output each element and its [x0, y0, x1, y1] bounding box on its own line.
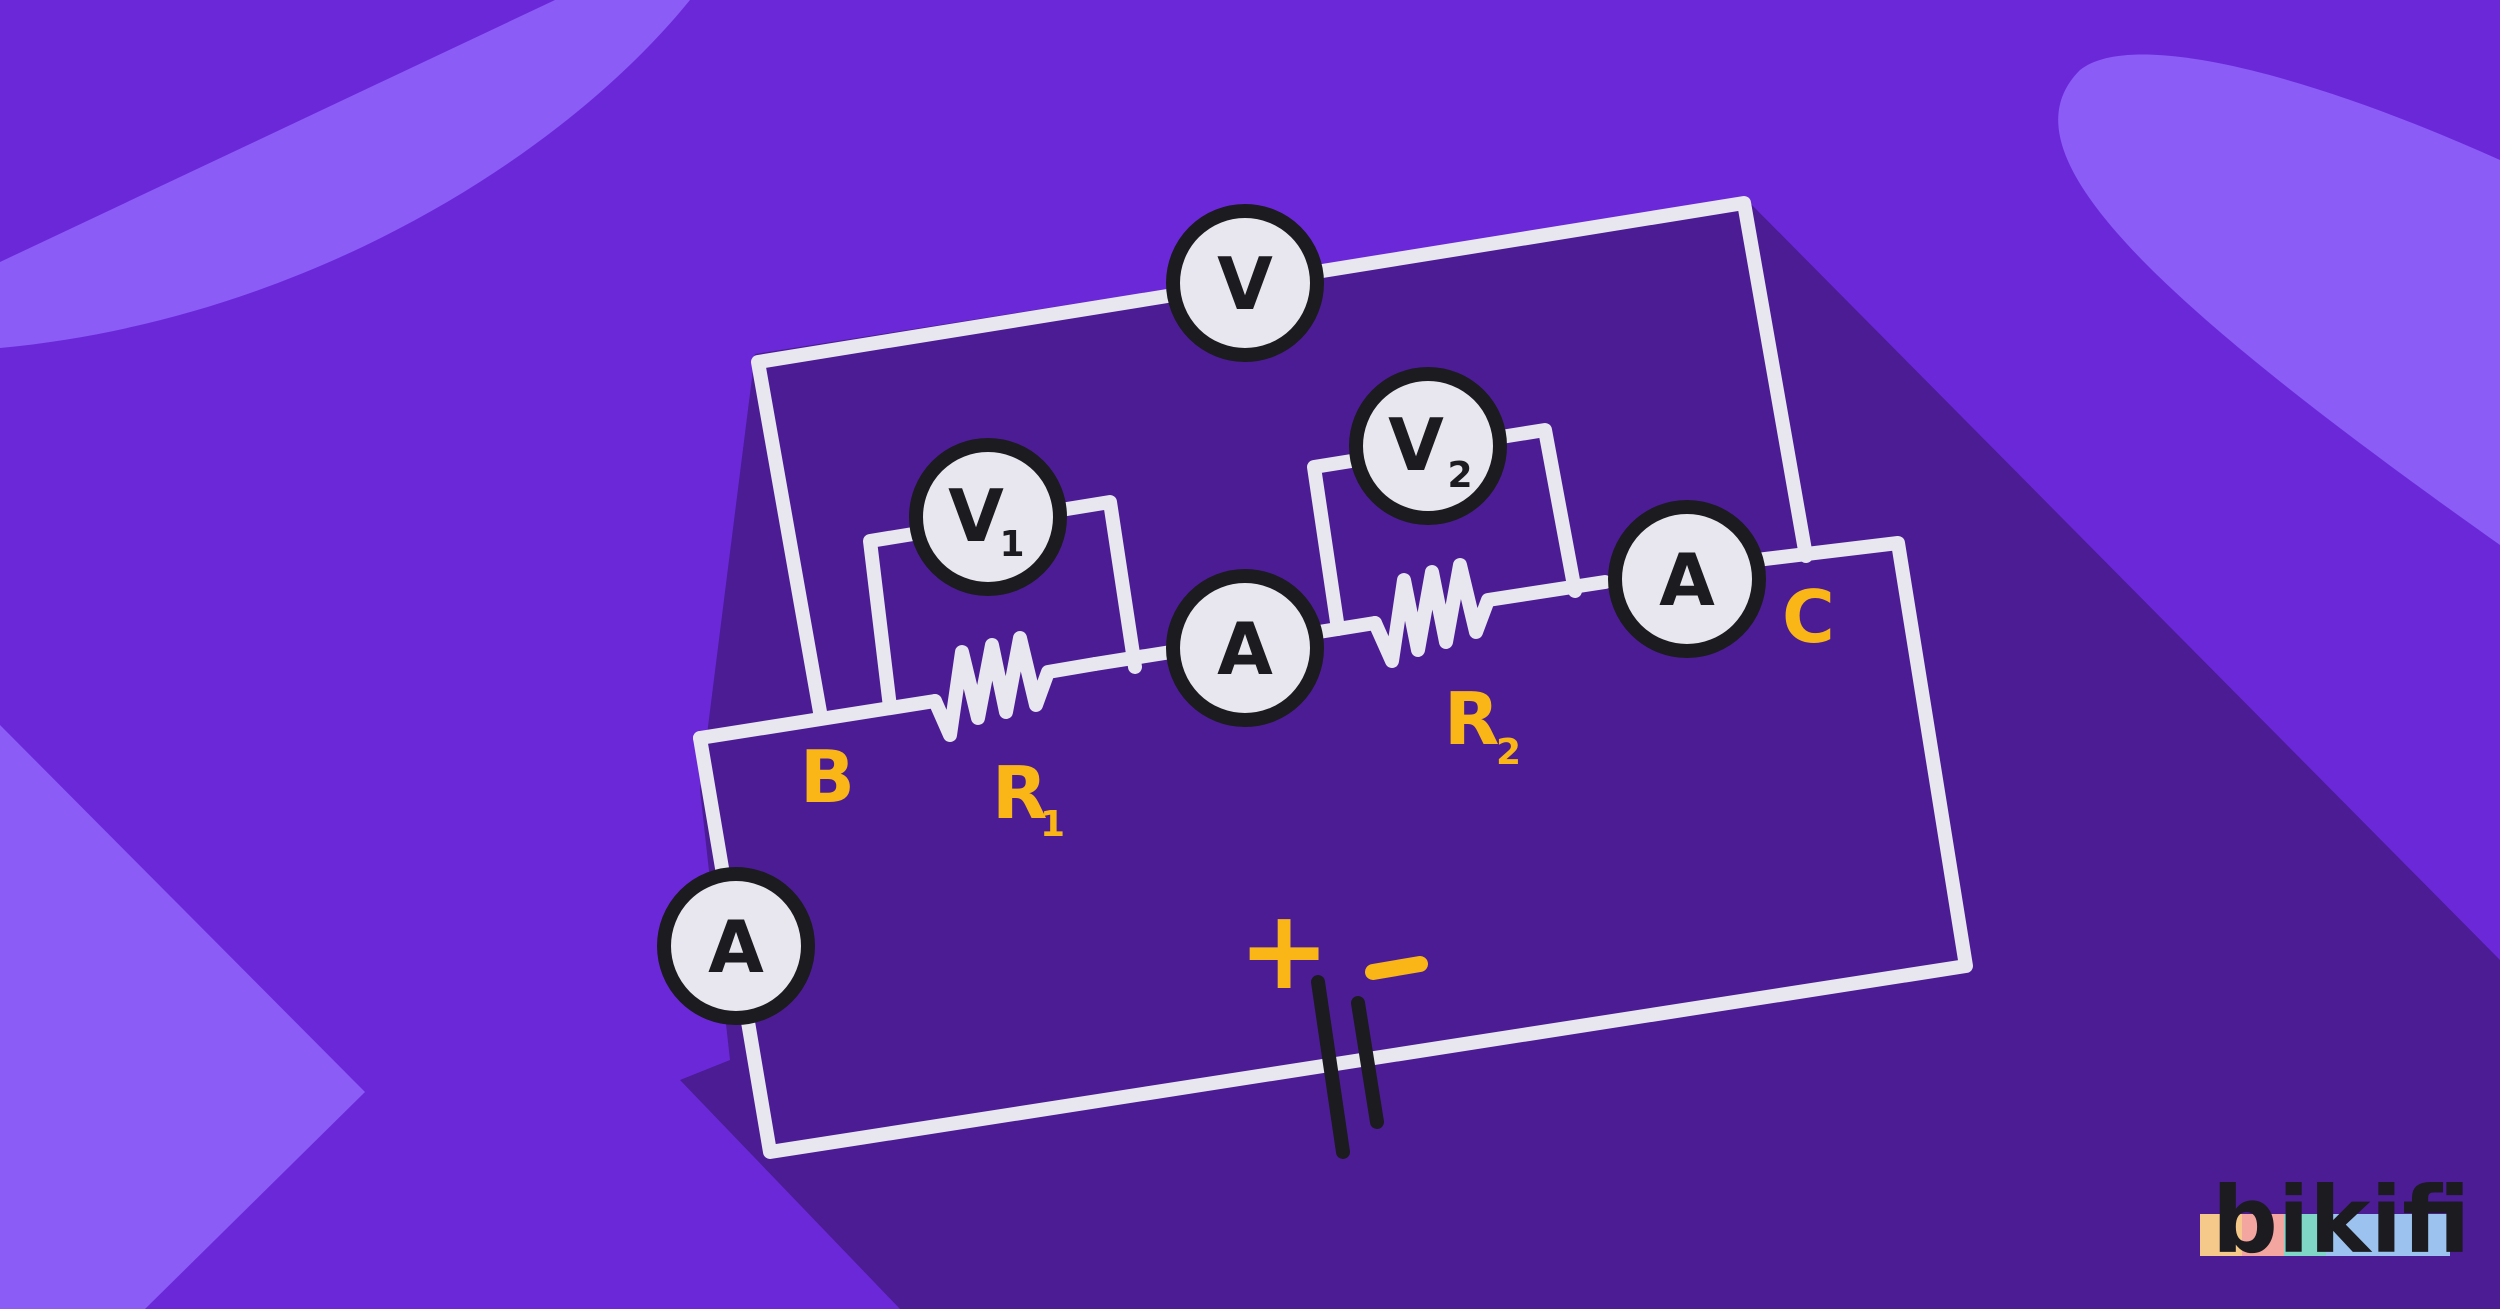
node-c-label: C	[1782, 575, 1835, 659]
ammeter-right: A	[1608, 500, 1766, 658]
voltmeter-v1-letter: V	[948, 474, 1004, 558]
logo-stripe-2	[2242, 1214, 2284, 1256]
battery-plate-long	[1311, 975, 1350, 1159]
ammeter-right-letter: A	[1659, 538, 1715, 622]
resistor-r2-label: R 2	[1444, 677, 1521, 773]
resistor-r2-sub: 2	[1496, 732, 1521, 773]
blob-bottom-left	[0, 725, 365, 1309]
blob-top-left	[0, 0, 690, 348]
ammeter-left: A	[657, 867, 815, 1025]
resistor-r1-label: R 1	[992, 751, 1065, 845]
battery-minus-label	[1365, 956, 1428, 980]
battery-plus-label: +	[1238, 886, 1330, 1014]
logo-stripe-4	[2326, 1214, 2450, 1256]
wire-resistor-r2	[1368, 558, 1612, 668]
voltmeter-v1: V 1	[909, 438, 1067, 596]
voltmeter-v1-sub: 1	[999, 524, 1024, 565]
logo-stripe-3	[2284, 1214, 2326, 1256]
circuit-fill	[700, 547, 1965, 1152]
ammeter-middle: A	[1166, 569, 1324, 727]
resistor-r1-sub: 1	[1040, 804, 1065, 845]
ammeter-left-letter: A	[708, 905, 764, 989]
battery-plate-short	[1351, 996, 1384, 1129]
ammeter-middle-letter: A	[1217, 607, 1273, 691]
voltmeter-total-letter: V	[1217, 242, 1273, 326]
wire-resistor-r1	[928, 631, 1102, 742]
battery	[1311, 975, 1384, 1159]
voltmeter-v2-letter: V	[1388, 403, 1444, 487]
logo-stripe-1	[2200, 1214, 2242, 1256]
bikifi-logo: bikifi	[2200, 1167, 2470, 1274]
voltmeter-v2: V 2	[1349, 367, 1507, 525]
resistor-r1-letter: R	[992, 751, 1047, 835]
blob-top-right	[2058, 54, 2500, 546]
logo-text: bikifi	[2212, 1167, 2470, 1274]
node-b-label: B	[800, 735, 855, 819]
voltmeter-v2-sub: 2	[1447, 455, 1472, 496]
resistor-r2-letter: R	[1444, 677, 1499, 761]
voltmeter-total: V	[1166, 204, 1324, 362]
